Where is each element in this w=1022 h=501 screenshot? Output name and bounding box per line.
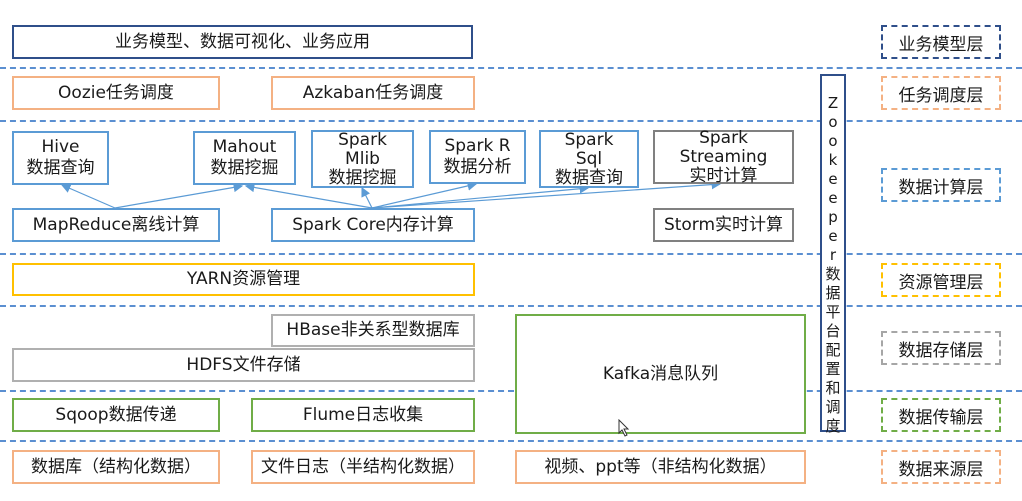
arrow-core-mahout: [244, 182, 373, 209]
zk-char: 台: [825, 322, 841, 340]
mouse-cursor-icon: [618, 419, 630, 437]
zk-char: 置: [825, 360, 841, 378]
oozie-box: Oozie任务调度: [12, 76, 220, 110]
kafka-box: Kafka消息队列: [515, 314, 806, 434]
arrow-core-sql: [371, 183, 590, 209]
zk-char: 据: [825, 284, 841, 302]
separator-3: [0, 253, 1022, 255]
hive-box: Hive 数据查询: [12, 131, 109, 185]
separator-1: [0, 67, 1022, 69]
zk-char: o: [828, 113, 838, 131]
hbase-box: HBase非关系型数据库: [271, 314, 475, 347]
spark-core-box: Spark Core内存计算: [271, 208, 475, 242]
separator-2: [0, 120, 1022, 122]
layer-business: 业务模型层: [881, 25, 1001, 59]
mahout-box: Mahout 数据挖掘: [193, 131, 296, 185]
zk-char: 数: [825, 265, 841, 283]
zk-char: e: [828, 170, 838, 188]
spark-r-box: Spark R 数据分析: [429, 130, 526, 184]
separator-5: [0, 390, 1022, 392]
arrow-mr-hive: [60, 183, 116, 209]
zk-char: e: [828, 189, 838, 207]
mapreduce-box: MapReduce离线计算: [12, 208, 220, 242]
spark-streaming-box: Spark Streaming 实时计算: [653, 128, 794, 185]
zk-char: e: [828, 227, 838, 245]
spark-sql-box: Spark Sql 数据查询: [539, 130, 639, 188]
zk-char: o: [828, 132, 838, 150]
arrow-core-mlib: [361, 186, 373, 209]
layer-resource: 资源管理层: [881, 263, 1001, 297]
sqoop-box: Sqoop数据传递: [12, 398, 220, 432]
zk-char: 调: [825, 398, 841, 416]
zk-char: Z: [827, 94, 839, 112]
zk-char: 和: [825, 379, 841, 397]
source-media-box: 视频、ppt等（非结构化数据）: [515, 450, 806, 484]
layer-source: 数据来源层: [881, 450, 1001, 484]
zk-char: 配: [825, 341, 841, 359]
business-app-box: 业务模型、数据可视化、业务应用: [12, 25, 473, 59]
zk-char: 平: [825, 303, 841, 321]
arrow-mr-mahout: [114, 182, 244, 209]
source-database-box: 数据库（结构化数据）: [12, 450, 220, 484]
layer-storage: 数据存储层: [881, 331, 1001, 365]
spark-mlib-box: Spark Mlib 数据挖掘: [311, 130, 414, 188]
flume-box: Flume日志收集: [251, 398, 475, 432]
separator-6: [0, 440, 1022, 442]
zookeeper-box: Z o o k e e p e r 数 据 平 台 配 置 和 调 度: [820, 74, 846, 435]
layer-compute: 数据计算层: [881, 168, 1001, 202]
hdfs-box: HDFS文件存储: [12, 348, 475, 382]
zk-char: p: [828, 208, 838, 226]
layer-transport: 数据传输层: [881, 398, 1001, 432]
storm-box: Storm实时计算: [653, 208, 794, 242]
separator-4: [0, 305, 1022, 307]
yarn-box: YARN资源管理: [12, 263, 475, 296]
zk-char: r: [829, 246, 837, 264]
zk-char: k: [828, 151, 838, 169]
zk-char: 度: [825, 417, 841, 435]
azkaban-box: Azkaban任务调度: [271, 76, 475, 110]
source-logs-box: 文件日志（半结构化数据）: [251, 450, 475, 484]
layer-scheduling: 任务调度层: [881, 76, 1001, 110]
